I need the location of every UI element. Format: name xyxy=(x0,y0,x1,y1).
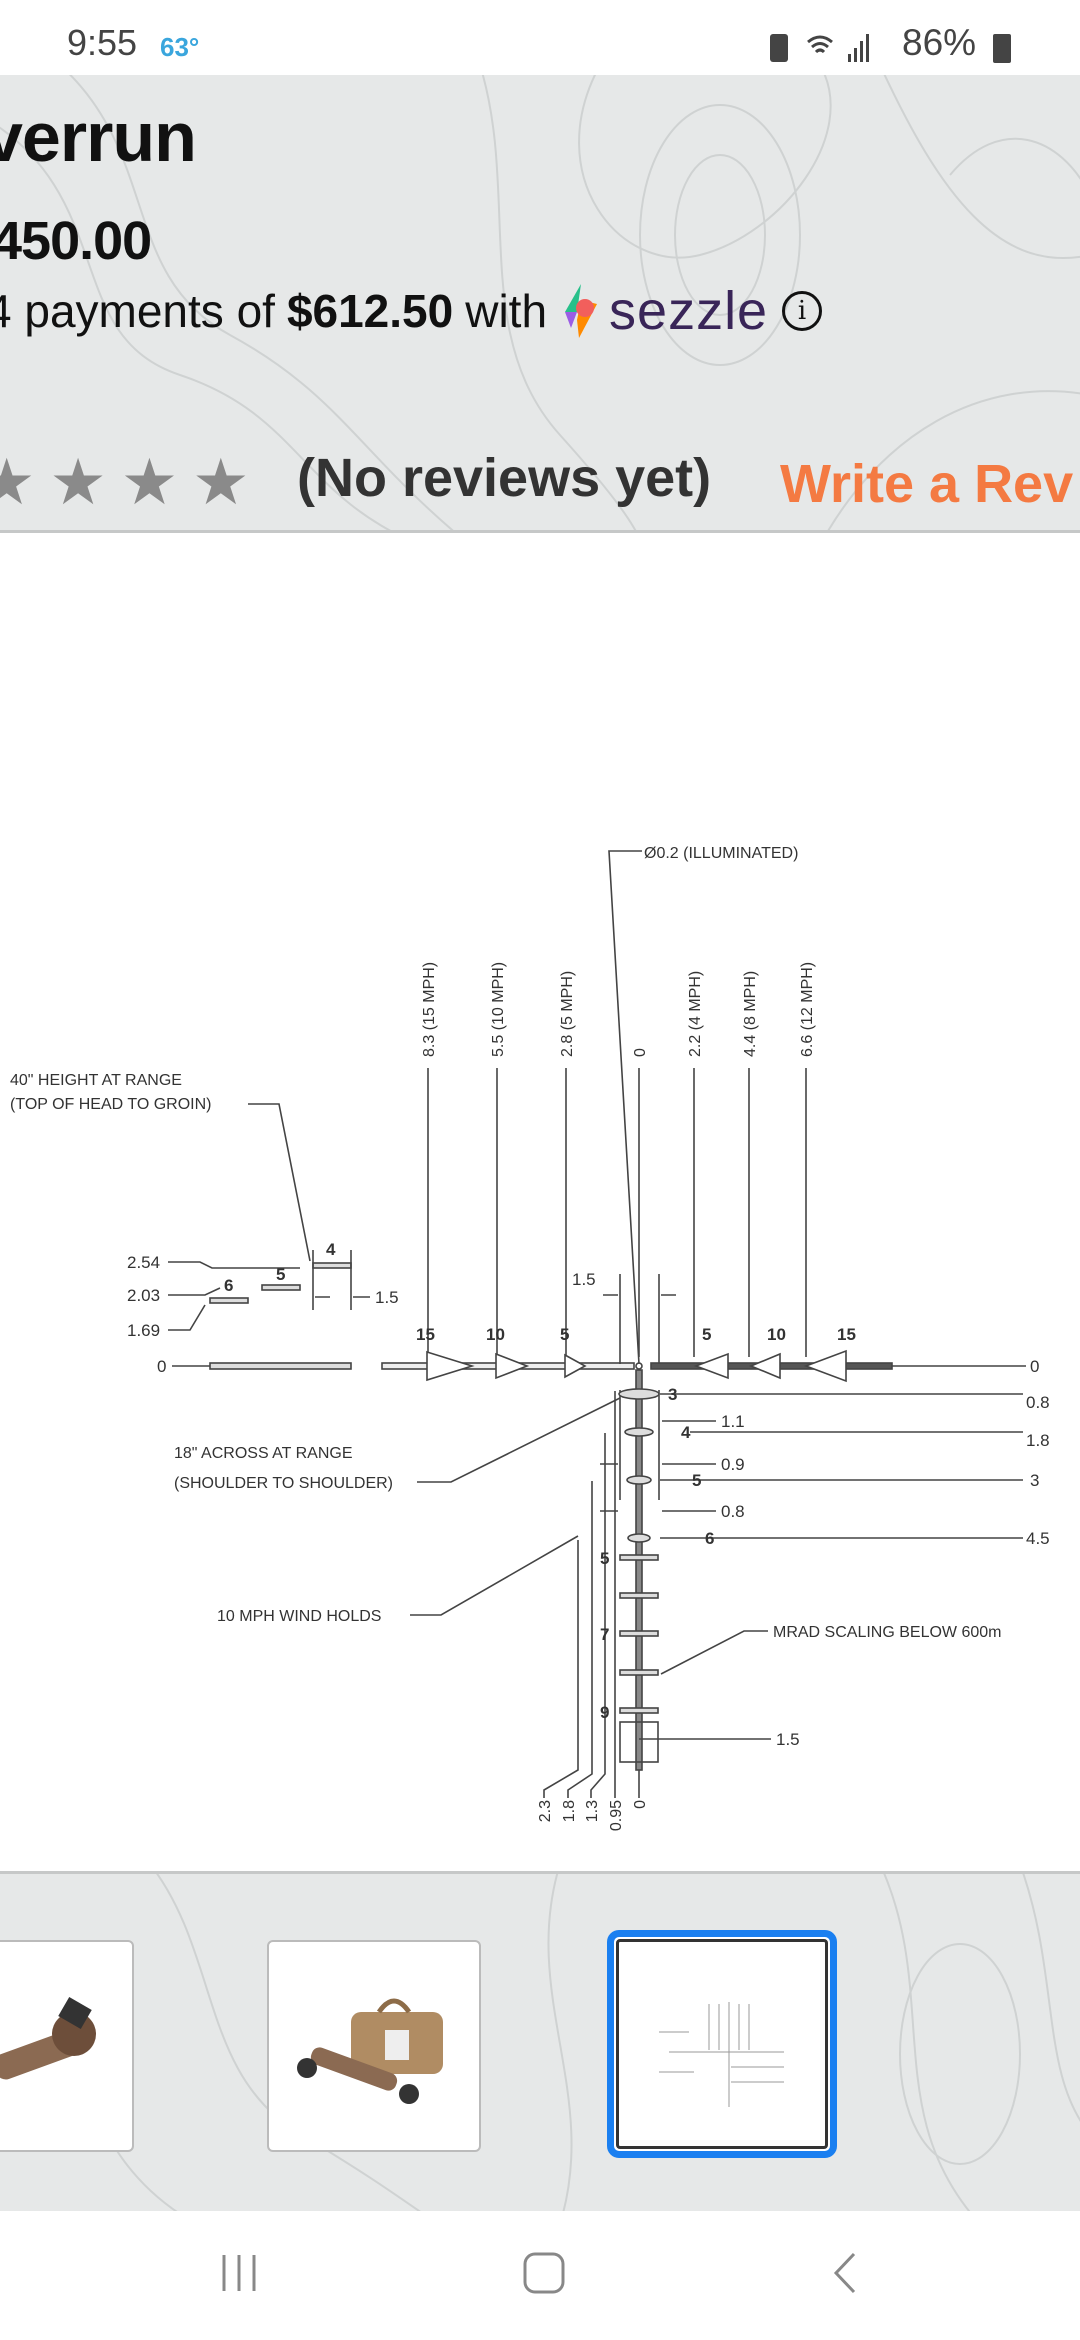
installment-amount: $612.50 xyxy=(286,285,454,337)
dim-label: 1.5 xyxy=(776,1730,800,1749)
hold-number: 5 xyxy=(600,1549,609,1568)
hold-number: 6 xyxy=(705,1529,714,1548)
reticle-thumbnail-image xyxy=(659,2002,784,2107)
bottom-label: 1.3 xyxy=(584,1800,601,1822)
dim-label: 1.5 xyxy=(375,1288,399,1307)
product-title: verrun xyxy=(0,98,197,176)
nfc-icon xyxy=(770,34,788,62)
width-label: 0.9 xyxy=(721,1455,745,1474)
hold-number: 5 xyxy=(692,1471,701,1490)
bottom-label: 0.95 xyxy=(608,1800,625,1831)
clock: 9:55 xyxy=(67,22,138,63)
bottom-label: 2.3 xyxy=(537,1800,554,1822)
wifi-icon xyxy=(807,35,833,54)
left-scale-label: 0 xyxy=(157,1357,166,1376)
arrow-number: 10 xyxy=(486,1325,505,1344)
hold-number: 3 xyxy=(668,1385,677,1404)
illuminated-label: Ø0.2 (ILLUMINATED) xyxy=(644,845,798,862)
installment-prefix: 4 payments of xyxy=(0,285,275,337)
star-icon[interactable]: ★ xyxy=(192,446,250,518)
bottom-label: 1.8 xyxy=(561,1800,578,1822)
info-icon[interactable]: i xyxy=(782,291,823,331)
wind-label: 0 xyxy=(632,1048,649,1057)
right-scale-label: 1.8 xyxy=(1026,1431,1050,1450)
thumbnail-kit[interactable] xyxy=(267,1940,481,2152)
thumbnail-strip[interactable] xyxy=(0,1871,1080,2214)
width-label: 1.1 xyxy=(721,1412,745,1431)
battery-percent: 86% xyxy=(902,22,977,63)
topo-background xyxy=(0,75,1080,530)
review-count: (No reviews yet) xyxy=(297,448,712,508)
wind-label: 8.3 (15 MPH) xyxy=(421,962,438,1057)
topo-background xyxy=(0,1874,1080,2214)
right-scale-label: 3 xyxy=(1030,1471,1039,1490)
hold-number: 7 xyxy=(600,1625,609,1644)
mrad-note: MRAD SCALING BELOW 600m xyxy=(773,1624,1002,1641)
scope-image xyxy=(0,1996,96,2080)
arrow-number: 5 xyxy=(560,1325,569,1344)
product-info: verrun 450.00 4 payments of $612.50 with… xyxy=(0,75,1080,533)
arrow-number: 5 xyxy=(702,1325,711,1344)
height-note: 40" HEIGHT AT RANGE xyxy=(10,1072,182,1089)
left-scale-label: 2.03 xyxy=(127,1286,160,1305)
left-scale-label: 2.54 xyxy=(127,1253,160,1272)
reticle-diagram: Ø0.2 (ILLUMINATED) 8.3 (15 MPH) 5.5 (10 … xyxy=(10,845,1050,1831)
star-icon[interactable]: ★ xyxy=(0,450,35,514)
wind-holds-note: 10 MPH WIND HOLDS xyxy=(217,1608,381,1625)
weather-temperature: 63° xyxy=(160,32,200,62)
wind-label: 2.8 (5 MPH) xyxy=(559,971,576,1057)
home-button[interactable] xyxy=(522,2251,566,2295)
right-scale-label: 0.8 xyxy=(1026,1393,1050,1412)
status-bar: 9:55 63° 86% xyxy=(0,0,1080,75)
small-number: 6 xyxy=(224,1276,233,1295)
product-main-image[interactable]: Ø0.2 (ILLUMINATED) 8.3 (15 MPH) 5.5 (10 … xyxy=(0,533,1080,1871)
write-review-link[interactable]: Write a Rev xyxy=(780,454,1074,514)
battery-icon xyxy=(993,34,1011,63)
system-nav-bar xyxy=(0,2211,1080,2340)
recent-apps-button[interactable] xyxy=(220,2251,260,2295)
right-scale-label: 0 xyxy=(1030,1357,1039,1376)
product-price: 450.00 xyxy=(0,211,152,271)
dim-label: 1.5 xyxy=(572,1270,596,1289)
arrow-number: 10 xyxy=(767,1325,786,1344)
small-number: 4 xyxy=(326,1240,336,1259)
width-label: 0.8 xyxy=(721,1502,745,1521)
star-icon[interactable]: ★ xyxy=(49,446,107,518)
wind-label: 6.6 (12 MPH) xyxy=(799,962,816,1057)
kit-image xyxy=(297,1998,443,2104)
installment-suffix: with xyxy=(465,285,548,337)
status-icons xyxy=(770,34,869,62)
across-note: (SHOULDER TO SHOULDER) xyxy=(174,1475,393,1492)
sezzle-wordmark[interactable]: sezzle xyxy=(609,281,769,341)
left-scale-label: 1.69 xyxy=(127,1321,160,1340)
arrow-number: 15 xyxy=(837,1325,856,1344)
hold-number: 4 xyxy=(681,1423,691,1442)
selected-frame xyxy=(616,1939,828,2149)
wind-label: 5.5 (10 MPH) xyxy=(490,962,507,1057)
right-scale-label: 4.5 xyxy=(1026,1529,1050,1548)
back-button[interactable] xyxy=(830,2251,860,2295)
thumbnail-reticle-selected[interactable] xyxy=(607,1930,837,2158)
small-number: 5 xyxy=(276,1265,285,1284)
sezzle-logo-icon xyxy=(565,284,598,338)
hold-number: 9 xyxy=(600,1703,609,1722)
installment-info: 4 payments of $612.50 with sezzle i xyxy=(0,280,823,342)
signal-icon xyxy=(848,34,869,62)
wind-label: 2.2 (4 MPH) xyxy=(687,971,704,1057)
thumbnail-scope[interactable] xyxy=(0,1940,134,2152)
arrow-number: 15 xyxy=(416,1325,435,1344)
wind-label: 4.4 (8 MPH) xyxy=(742,971,759,1057)
rating-stars[interactable]: ★ ★ ★ ★ xyxy=(0,450,250,514)
across-note: 18" ACROSS AT RANGE xyxy=(174,1445,352,1462)
bottom-label: 0 xyxy=(632,1800,649,1809)
height-note: (TOP OF HEAD TO GROIN) xyxy=(10,1096,212,1113)
star-icon[interactable]: ★ xyxy=(120,446,179,518)
